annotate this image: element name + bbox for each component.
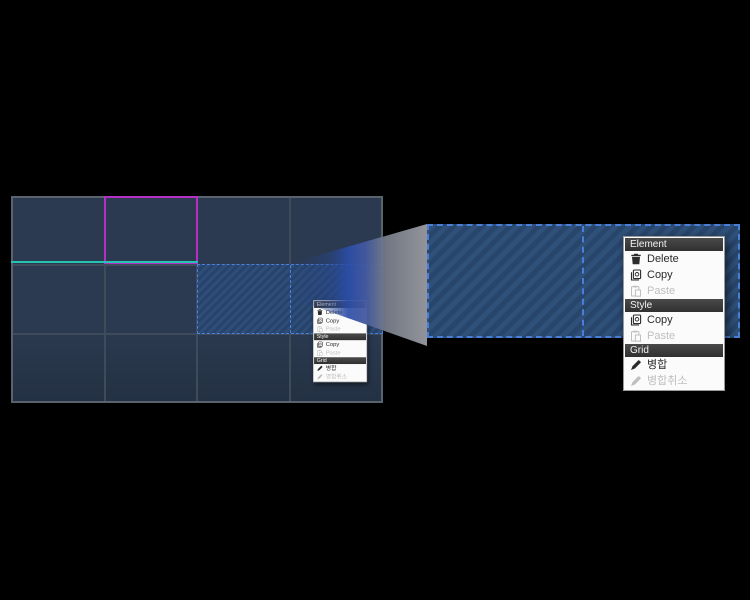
paste-icon <box>317 326 323 333</box>
merge-pen-icon <box>317 365 323 372</box>
copy-icon <box>317 341 323 348</box>
menu-item-unmerge-mini: 병합취소 <box>314 372 366 382</box>
menu-item-merge[interactable]: 병합 <box>625 357 723 373</box>
menu-section-header-element-mini: Element <box>314 301 366 308</box>
menu-item-paste-element-mini: Paste <box>314 324 366 334</box>
menu-item-merge-mini[interactable]: 병합 <box>314 364 366 373</box>
menu-item-label: Copy <box>325 341 340 348</box>
menu-item-label: Paste <box>325 325 341 333</box>
menu-item-label: Paste <box>647 330 676 342</box>
menu-item-label: Delete <box>325 309 343 316</box>
grid-cell[interactable] <box>290 198 381 265</box>
grid-cell[interactable] <box>13 266 104 333</box>
menu-item-label: Paste <box>647 285 676 297</box>
menu-item-label: 병합취소 <box>647 375 688 387</box>
unmerge-pen-icon <box>630 375 642 387</box>
grid-cell[interactable] <box>13 334 104 401</box>
context-menu-zoomed: Element Delete Copy Paste Style Copy Pas… <box>623 236 725 391</box>
menu-item-delete-mini[interactable]: Delete <box>314 307 366 317</box>
grid-cell[interactable] <box>198 198 289 265</box>
menu-item-unmerge: 병합취소 <box>625 373 723 389</box>
grid-cell[interactable] <box>198 334 289 401</box>
menu-item-copy-style[interactable]: Copy <box>625 312 723 328</box>
copy-icon <box>317 317 323 324</box>
unmerge-pen-icon <box>317 374 323 380</box>
menu-item-label: Copy <box>647 314 673 326</box>
selection-divider <box>290 265 291 333</box>
menu-item-label: 병합 <box>647 359 668 371</box>
grid-cell[interactable] <box>105 334 196 401</box>
grid-cell[interactable] <box>105 266 196 333</box>
menu-section-header-style-mini: Style <box>314 333 366 341</box>
magenta-border-overlay <box>104 196 198 264</box>
paste-icon <box>630 330 642 342</box>
trash-icon <box>317 309 323 315</box>
menu-section-header-element: Element <box>625 238 723 251</box>
cyan-row-line <box>11 261 198 263</box>
copy-icon <box>630 269 642 281</box>
menu-item-label: 병합취소 <box>325 373 348 381</box>
grid-cell-magenta-highlight[interactable] <box>105 198 196 265</box>
copy-icon <box>630 314 642 326</box>
menu-item-label: Copy <box>647 269 673 281</box>
menu-item-label: 병합 <box>325 365 337 372</box>
menu-item-copy-element[interactable]: Copy <box>625 267 723 283</box>
menu-item-label: Copy <box>325 317 340 324</box>
menu-item-copy-element-mini[interactable]: Copy <box>314 316 366 325</box>
menu-item-copy-style-mini[interactable]: Copy <box>314 340 366 349</box>
merge-pen-icon <box>630 359 642 371</box>
zoomed-selection-divider <box>582 226 584 336</box>
menu-item-label: Delete <box>647 253 679 265</box>
menu-item-paste-style: Paste <box>625 328 723 344</box>
paste-icon <box>317 350 323 357</box>
grid-cell[interactable] <box>13 198 104 265</box>
paste-icon <box>630 285 642 297</box>
menu-item-delete[interactable]: Delete <box>625 251 723 267</box>
menu-section-header-grid-mini: Grid <box>314 357 366 365</box>
trash-icon <box>630 253 642 265</box>
menu-section-header-style: Style <box>625 299 723 312</box>
menu-item-label: Paste <box>325 349 341 357</box>
context-menu-mini: Element Delete Copy Paste Style Copy Pas… <box>313 300 368 383</box>
menu-item-paste-style-mini: Paste <box>314 348 366 358</box>
menu-item-paste-element: Paste <box>625 283 723 299</box>
menu-section-header-grid: Grid <box>625 344 723 357</box>
